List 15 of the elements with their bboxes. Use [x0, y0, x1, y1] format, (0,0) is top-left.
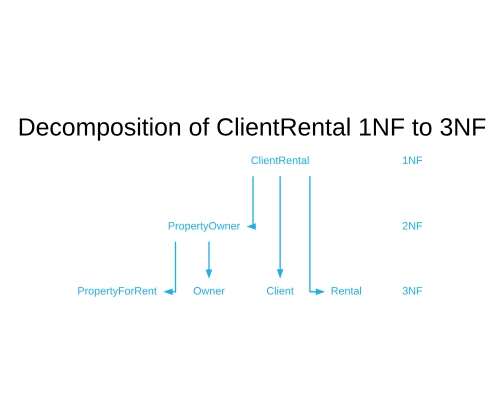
- node-text: PropertyOwner: [168, 220, 240, 232]
- node-text: ClientRental: [250, 154, 310, 167]
- arrow: [276, 176, 284, 279]
- arrow: [309, 176, 326, 296]
- node-text: Rental: [330, 286, 362, 298]
- arrow: [163, 242, 176, 296]
- diagram-title: Decomposition of ClientRental 1NF to 3NF: [18, 114, 486, 142]
- node-text: PropertyForRent: [77, 286, 157, 298]
- node-text: Owner: [193, 286, 225, 298]
- arrow: [246, 176, 256, 230]
- arrow: [206, 242, 212, 279]
- label: 3NF: [402, 286, 423, 298]
- node-text: Client: [266, 286, 294, 298]
- label: 2NF: [402, 220, 423, 232]
- label: 1NF: [402, 154, 423, 167]
